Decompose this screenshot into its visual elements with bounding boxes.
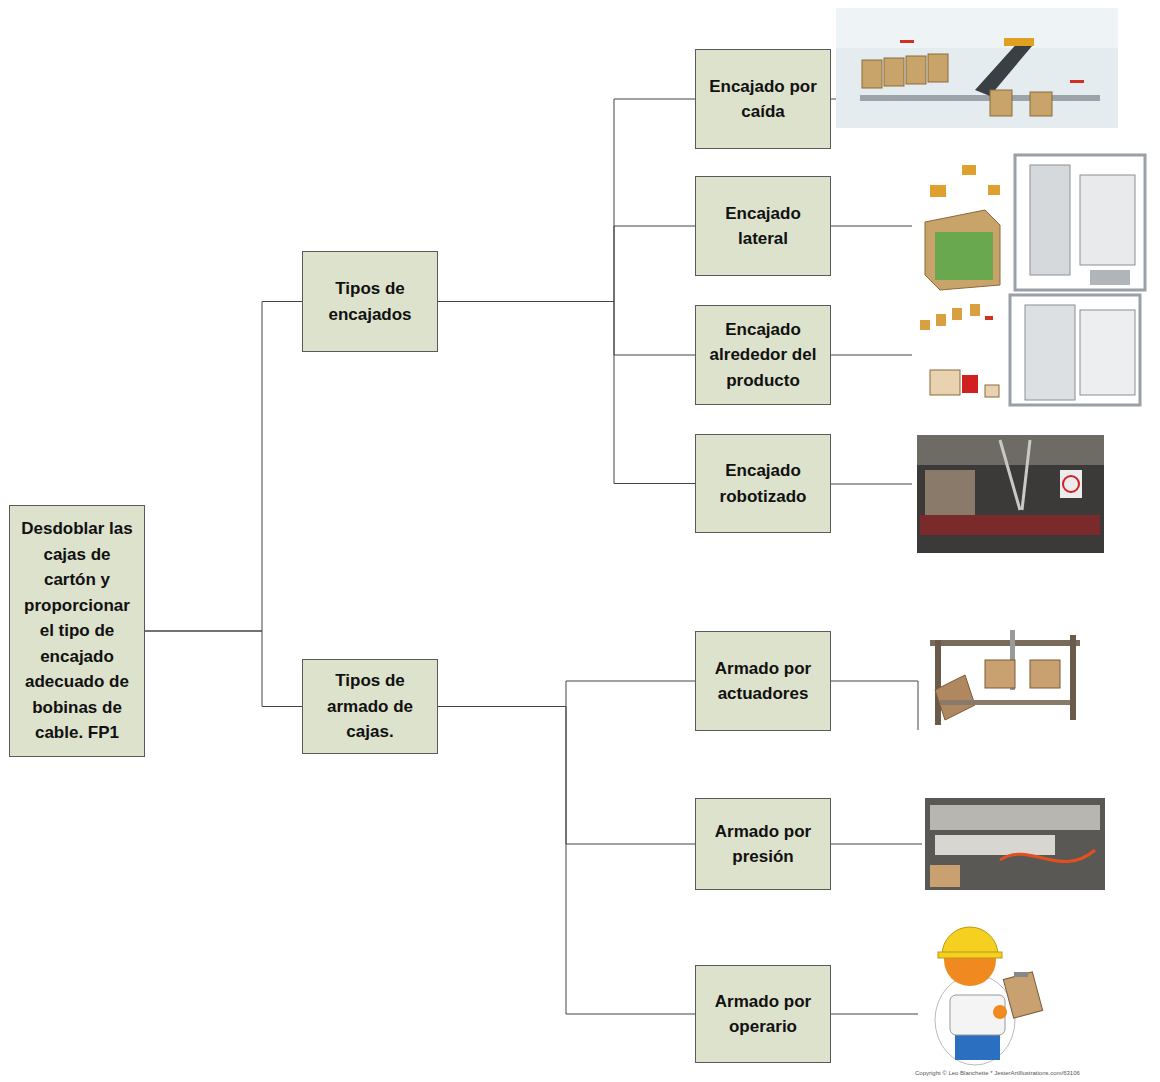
tree-connector [438,302,695,356]
pressure-erector-picture [925,798,1105,890]
process-box: Armado por presión [695,798,831,890]
tree-connector [438,681,695,707]
wraparound-packing-picture [920,295,1140,405]
robotic-packing-picture [917,435,1104,553]
process-box: Encajado alrededor del producto [695,305,831,405]
tree-connector [438,226,695,302]
picture-leaders [829,99,922,1014]
box-label: Encajado por caída [696,70,830,129]
box-label: Armado por presión [696,815,830,874]
process-box: Armado por actuadores [695,631,831,731]
process-box: Encajado por caída [695,49,831,149]
tree-connector [145,302,302,632]
tree-connector [145,631,302,707]
box-label: Encajado alrededor del producto [696,313,830,398]
box-label: Encajado lateral [696,197,830,256]
operator-figure [935,927,1043,1065]
box-label: Armado por actuadores [696,652,830,711]
process-box: Desdoblar las cajas de cartón y proporci… [9,505,145,757]
box-label: Tipos de armado de cajas. [303,664,437,749]
process-box: Armado por operario [695,965,831,1063]
box-label: Desdoblar las cajas de cartón y proporci… [10,512,144,750]
process-box: Tipos de armado de cajas. [302,659,438,754]
box-label: Encajado robotizado [696,454,830,513]
side-packing-picture [925,155,1145,290]
drop-packing-picture [836,8,1118,128]
box-label: Armado por operario [696,985,830,1044]
actuator-erector-picture [930,630,1080,725]
tree-connector [438,707,695,1015]
box-label: Tipos de encajados [303,272,437,331]
process-box: Encajado robotizado [695,434,831,533]
copyright-note: Copyright © Leo Blanchette * JesterArtIl… [915,1070,1080,1076]
tree-connector [438,302,695,484]
tree-connector [438,99,695,302]
process-box: Tipos de encajados [302,251,438,352]
process-box: Encajado lateral [695,176,831,276]
